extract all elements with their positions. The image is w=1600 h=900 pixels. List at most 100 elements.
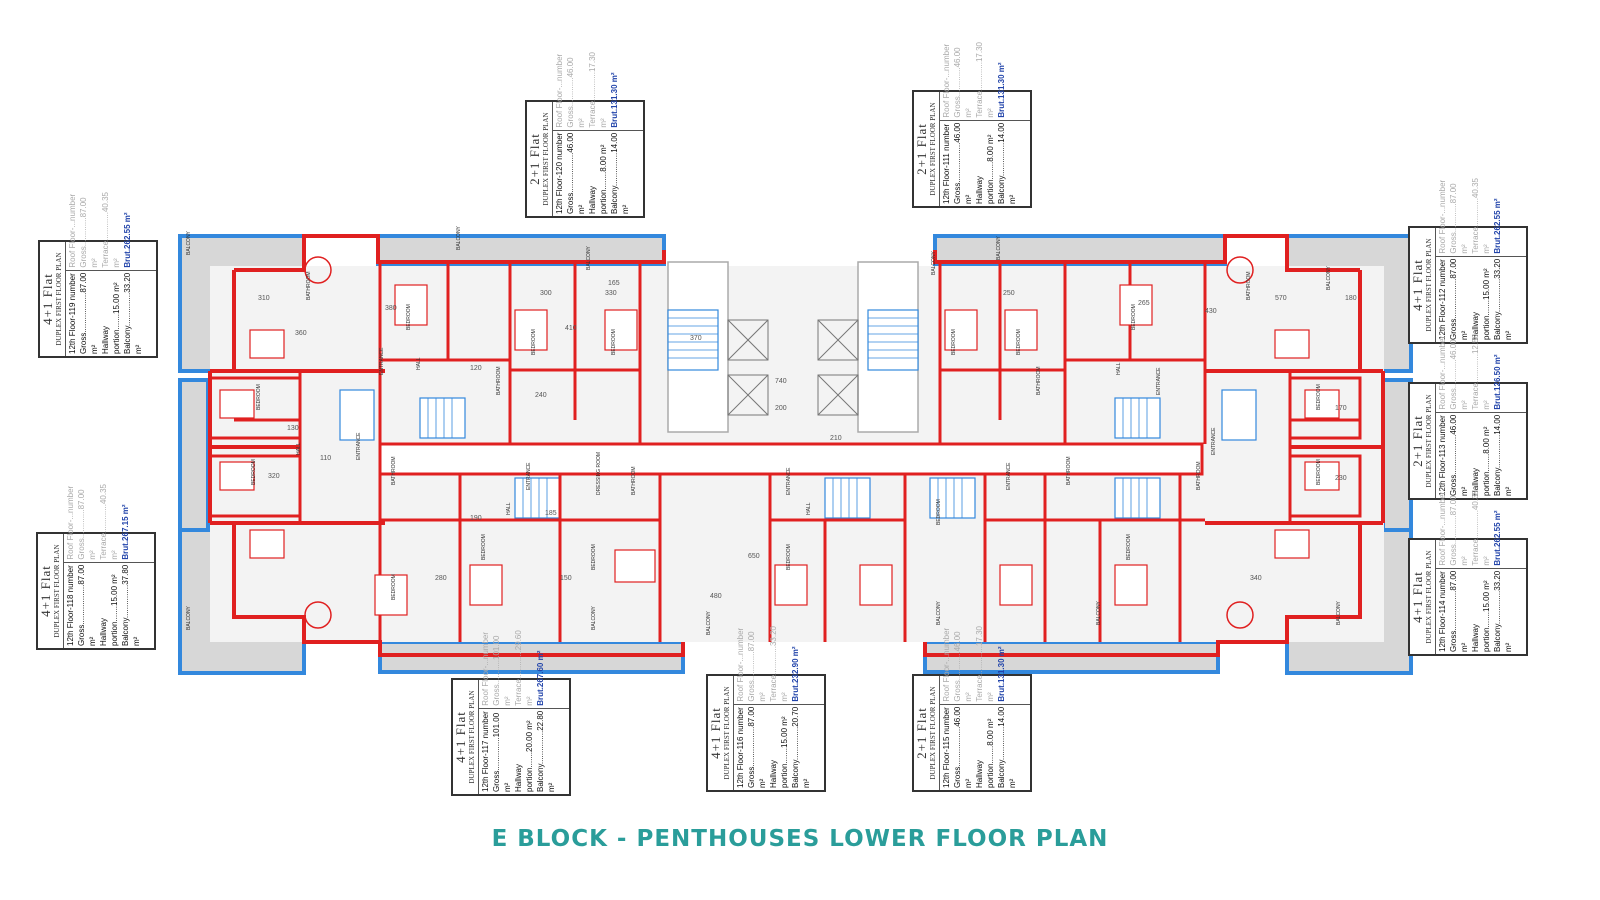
terrace-e: [1381, 378, 1413, 532]
room-label-bedroom-14: BEDROOM: [611, 329, 617, 355]
unit-brut-label: Brut.: [1493, 234, 1502, 254]
unit-brut-label: Brut.: [791, 682, 800, 702]
unit-roof-gross: Gross.............46.00 m²: [953, 631, 973, 702]
room-label-entrance-37: ENTRANCE: [1156, 367, 1162, 395]
room-label-bedroom-22: BEDROOM: [936, 499, 942, 525]
unit-roof-gross: Gross.............46.00 m²: [953, 47, 973, 118]
bed-16: [249, 529, 285, 559]
room-label-balcony-5: BALCONY: [1326, 265, 1332, 290]
unit-type: 2+1 Flat: [914, 123, 929, 175]
unit-brut-value: 131.30 m²: [610, 72, 619, 109]
dimension-12: 185: [545, 510, 557, 517]
room-label-balcony-3: BALCONY: [931, 250, 937, 275]
room-label-bathroom-32: BATHROOM: [391, 456, 397, 485]
unit-roof: Roof Floor-...number: [942, 627, 951, 702]
room-label-bedroom-15: BEDROOM: [951, 329, 957, 355]
unit-gross: Gross..................46.00 m²: [566, 132, 586, 214]
unit-hallway: Hallway portion.......15.00 m²: [99, 574, 119, 646]
room-label-balcony-2: BALCONY: [586, 245, 592, 270]
room-label-bedroom-20: BEDROOM: [591, 544, 597, 570]
unit-roof-gross: Gross...........101.00 m²: [492, 635, 512, 706]
unit-balcony: Balcony...............33.20 m²: [1493, 570, 1513, 652]
stair-5: [929, 477, 976, 519]
room-label-balcony-8: BALCONY: [706, 610, 712, 635]
dimension-21: 340: [1250, 575, 1262, 582]
unit-roof: Roof Floor-...number: [942, 43, 951, 118]
unit-terrace: Terrace.............29.60 m²: [514, 630, 534, 706]
room-label-hall-44: HALL: [1116, 362, 1122, 375]
unit-floor: 12th Floor-112 number: [1438, 259, 1447, 340]
unit-roof-gross: Gross.............46.00 m²: [1449, 339, 1469, 410]
unit-terrace: Terrace.............40.35 m²: [1471, 490, 1491, 566]
fixture-ne: [1226, 256, 1254, 284]
unit-floor: 12th Floor-115 number: [942, 707, 951, 788]
unit-floor: 12th Floor-120 number: [555, 132, 564, 214]
room-label-bathroom-35: BATHROOM: [1196, 461, 1202, 490]
unit-subtitle: DUPLEX FIRST FLOOR PLAN: [542, 102, 553, 216]
unit-terrace: Terrace.............40.35 m²: [1471, 178, 1491, 254]
unit-roof: Roof Floor-...number: [481, 631, 490, 706]
unit-roof-gross: Gross.............87.00 m²: [79, 197, 99, 268]
unit-type: 4+1 Flat: [453, 711, 468, 763]
unit-hallway: Hallway portion.......15.00 m²: [1471, 580, 1491, 652]
unit-subtitle: DUPLEX FIRST FLOOR PLAN: [929, 676, 940, 790]
room-label-bathroom-33: BATHROOM: [631, 466, 637, 495]
room-label-dressing-48: DRESSING ROOM: [596, 452, 602, 495]
unit-terrace: Terrace.............40.35 m²: [101, 192, 121, 268]
unit-brut-value: 262.55 m²: [1493, 198, 1502, 235]
dimension-1: 380: [385, 305, 397, 312]
unit-type: 4+1 Flat: [1410, 571, 1425, 623]
room-label-balcony-9: BALCONY: [936, 600, 942, 625]
unit-brut-label: Brut.: [1493, 546, 1502, 566]
room-label-bedroom-18: BEDROOM: [391, 574, 397, 600]
bed-3: [604, 309, 638, 351]
bed-2: [514, 309, 548, 351]
room-label-balcony-1: BALCONY: [456, 225, 462, 250]
stair-2: [1114, 397, 1161, 439]
elevator-1: [727, 319, 769, 361]
unit-type: 2+1 Flat: [527, 133, 542, 185]
bed-19: [219, 461, 255, 491]
unit-hallway: Hallway portion.......20.00 m²: [514, 720, 534, 792]
unit-type: 2+1 Flat: [1410, 415, 1425, 467]
room-label-entrance-36: ENTRANCE: [379, 347, 385, 375]
room-label-bathroom-28: BATHROOM: [306, 271, 312, 300]
room-label-entrance-42: ENTRANCE: [1006, 462, 1012, 490]
unit-floor: 12th Floor-116 number: [736, 707, 745, 788]
unit-brut-value: 126.50 m²: [1493, 354, 1502, 391]
building-plan: [178, 234, 1413, 675]
unit-floor: 12th Floor-117 number: [481, 711, 490, 792]
unit-gross: Gross..................46.00 m²: [1449, 414, 1469, 496]
room-label-hall-43: HALL: [416, 357, 422, 370]
unit-brut-value: 262.55 m²: [123, 212, 132, 249]
bed-4: [944, 309, 978, 351]
dimension-19: 570: [1275, 295, 1287, 302]
unit-floor: 12th Floor-114 number: [1438, 571, 1447, 652]
unit-balcony: Balcony...............14.00 m²: [1493, 414, 1513, 496]
bed-13: [1114, 564, 1148, 606]
dimension-6: 120: [470, 365, 482, 372]
bed-9: [614, 549, 656, 583]
fixture-se: [1226, 601, 1254, 629]
room-label-balcony-0: BALCONY: [186, 230, 192, 255]
stair-4: [824, 477, 871, 519]
unit-brut-label: Brut.: [997, 98, 1006, 118]
room-label-bedroom-21: BEDROOM: [786, 544, 792, 570]
dimension-27: 180: [1345, 295, 1357, 302]
unit-gross: Gross..................87.00 m²: [1449, 258, 1469, 340]
unit-brut-value: 267.15 m²: [121, 504, 130, 541]
unit-type: 2+1 Flat: [914, 707, 929, 759]
bed-17: [1274, 529, 1310, 559]
room-label-entrance-38: ENTRANCE: [356, 432, 362, 460]
dimension-3: 330: [605, 290, 617, 297]
unit-type: 4+1 Flat: [1410, 259, 1425, 311]
unit-terrace: Terrace.............17.30 m²: [588, 52, 608, 128]
unit-roof-gross: Gross.............87.00 m²: [1449, 495, 1469, 566]
unit-subtitle: DUPLEX FIRST FLOOR PLAN: [53, 534, 64, 648]
unit-brut-label: Brut.: [997, 682, 1006, 702]
